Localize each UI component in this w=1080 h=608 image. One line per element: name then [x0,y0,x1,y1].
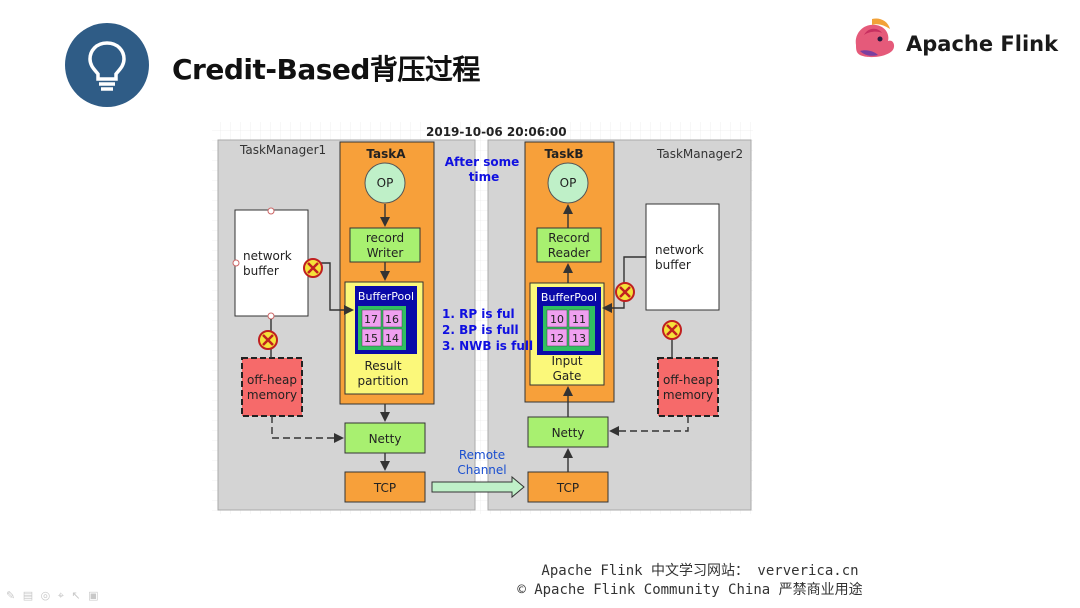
record-writer-box [349,227,421,263]
connector-dot [267,312,275,320]
netty-b-label: Netty [552,426,585,440]
buffer-id-a-2: 16 [385,313,399,326]
taskA-label: TaskA [366,147,406,161]
connector-dot [232,259,240,267]
netty-a-label: Netty [369,432,402,446]
taskB-op-node [547,162,589,204]
remote-channel-line1: Remote [459,448,505,462]
after-time-line1: After some [445,155,520,169]
buffer-slot-a-4 [382,328,403,347]
netty-b-box [527,416,609,448]
buffer-slot-b-3 [546,328,568,347]
record-reader-line2: Reader [548,246,591,260]
buffer-slot-b-2 [568,309,590,328]
taskA-op-label: OP [377,176,394,190]
note-1: 1. RP is ful [442,307,515,321]
buffer-id-b-2: 11 [572,313,586,326]
network-buffer-b [645,203,720,311]
footer-copyright: © Apache Flink Community China 严禁商业用途 [517,582,863,598]
buffer-slot-b-1 [546,309,568,328]
buffer-id-a-1: 17 [364,313,378,326]
offheap-memory-b [657,357,719,417]
network-buffer-b-line2: buffer [655,258,691,272]
network-buffer-a-line2: buffer [243,264,279,278]
note-3: 3. NWB is full [442,339,533,353]
dashed-arrow-offheap-b-to-netty [609,416,689,436]
input-gate-line1: Input [551,354,582,368]
blocked-x-icon [303,258,323,278]
buffer-slot-a-2 [382,309,403,328]
bufferpool-a-label: BufferPool [358,290,414,303]
note-2: 2. BP is full [442,323,519,337]
record-reader-line1: Record [548,231,589,245]
result-partition-line2: partition [358,374,409,388]
buffer-id-b-4: 13 [572,332,586,345]
offheap-memory-a [241,357,303,417]
tcp-b-box [527,471,609,503]
dashed-arrow-offheap-to-netty [271,416,344,443]
timestamp: 2019-10-06 20:06:00 [426,125,567,139]
slide-title: Credit-Based背压过程 [172,53,480,86]
record-writer-line2: Writer [367,246,404,260]
netty-a-box [344,422,426,454]
blocked-x-icon [258,330,278,350]
lightbulb-icon [65,23,149,107]
network-buffer-b-line1: network [655,243,704,257]
remote-channel-arrow [431,475,525,499]
flink-squirrel-logo [850,15,898,61]
tcp-a-label: TCP [373,481,396,495]
after-time-line2: time [469,170,500,184]
buffer-slot-b-4 [568,328,590,347]
taskmanager1-label: TaskManager1 [239,143,326,157]
tcp-b-label: TCP [556,481,579,495]
presentation-toolbar-icons[interactable]: ✎ ▤ ◎ ⌖ ↖ ▣ [6,589,101,602]
offheap-a-line2: memory [247,388,297,402]
record-writer-line1: record [366,231,404,245]
remote-channel-line2: Channel [457,463,506,477]
bufferpool-b-label: BufferPool [541,291,597,304]
buffer-id-a-4: 14 [385,332,399,345]
taskB-op-label: OP [560,176,577,190]
offheap-a-line1: off-heap [247,373,297,387]
blocked-x-icon [615,282,635,302]
network-buffer-a-line1: network [243,249,292,263]
buffer-slot-a-3 [361,328,382,347]
taskA-op-node [364,162,406,204]
tcp-a-box [344,471,426,503]
brand-name: Apache Flink [906,32,1059,56]
input-gate-line2: Gate [553,369,582,383]
buffer-id-a-3: 15 [364,332,378,345]
buffer-slot-a-1 [361,309,382,328]
taskB-label: TaskB [544,147,583,161]
blocked-x-icon [662,320,682,340]
network-buffer-a [234,209,309,317]
offheap-b-line1: off-heap [663,373,713,387]
result-partition-line1: Result [364,359,401,373]
buffer-id-b-3: 12 [550,332,564,345]
footer-website: Apache Flink 中文学习网站： ververica.cn [541,563,859,579]
connector-dot [267,207,275,215]
offheap-b-line2: memory [663,388,713,402]
record-reader-box [536,227,602,263]
taskmanager2-label: TaskManager2 [656,147,743,161]
buffer-id-b-1: 10 [550,313,564,326]
credit-based-backpressure-diagram: 2019-10-06 20:06:00 TaskManager1 TaskMan… [212,122,753,514]
